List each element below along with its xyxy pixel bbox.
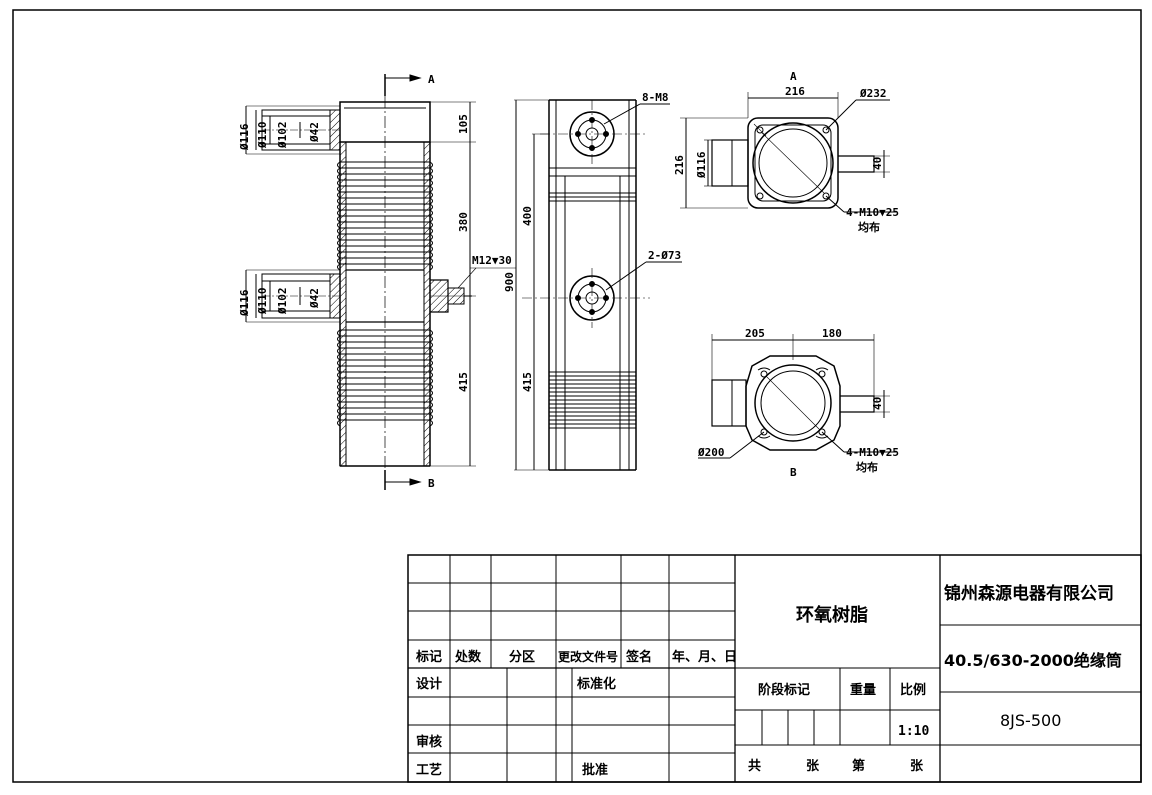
scale-value: 1:10 bbox=[898, 724, 929, 739]
dim-d42-top: Ø42 bbox=[308, 122, 321, 143]
dim-d102-mid: Ø102 bbox=[276, 288, 289, 316]
upper-bellows bbox=[337, 161, 433, 271]
dim-900: 900 bbox=[503, 272, 516, 292]
middle-flange bbox=[522, 268, 650, 328]
hdr-mark: 标记 bbox=[415, 649, 442, 665]
note-8m8: 8-M8 bbox=[642, 91, 669, 104]
dim-40-b: 40 bbox=[871, 397, 884, 410]
dim-d110-mid: Ø110 bbox=[256, 288, 269, 316]
company-name: 锦州森源电器有限公司 bbox=[944, 583, 1114, 604]
product-name: 40.5/630-2000绝缘筒 bbox=[944, 651, 1122, 670]
label-approve: 批准 bbox=[582, 762, 608, 778]
lower-bellows bbox=[337, 329, 433, 427]
label-review: 审核 bbox=[416, 734, 442, 750]
dim-105: 105 bbox=[457, 114, 470, 134]
dim-d200: Ø200 bbox=[697, 446, 725, 459]
label-design: 设计 bbox=[416, 676, 442, 692]
label-sheet-1: 张 bbox=[806, 759, 820, 774]
label-weight: 重量 bbox=[850, 682, 876, 698]
note-m12: M12▼30 bbox=[472, 254, 512, 267]
dim-216-w: 216 bbox=[785, 85, 805, 98]
label-process: 工艺 bbox=[416, 762, 442, 778]
label-stage-mark: 阶段标记 bbox=[758, 682, 810, 698]
dim-d110-top: Ø110 bbox=[256, 122, 269, 150]
note-uniform-a: 均布 bbox=[858, 220, 880, 234]
drawing-code: 8JS-500 bbox=[1000, 711, 1061, 730]
dim-415-left: 415 bbox=[457, 372, 470, 392]
label-total: 共 bbox=[748, 758, 761, 774]
dim-d102-top: Ø102 bbox=[276, 122, 289, 150]
note-m10-b: 4-M10▼25 bbox=[846, 446, 899, 459]
view-b: 40 205 180 Ø200 4-M10▼25 均布 B bbox=[697, 327, 899, 479]
dim-400: 400 bbox=[521, 206, 534, 226]
label-sheet-2: 张 bbox=[910, 759, 924, 774]
dim-40-a: 40 bbox=[871, 157, 884, 170]
view-a: A 40 216 Ø232 216 Ø116 bbox=[673, 70, 899, 234]
hdr-zone: 分区 bbox=[509, 649, 535, 665]
dim-d116-top: Ø116 bbox=[238, 123, 251, 151]
note-2d73: 2-Ø73 bbox=[648, 249, 681, 262]
view-label-a: A bbox=[790, 70, 797, 83]
label-standardize: 标准化 bbox=[576, 676, 616, 692]
hdr-date: 年、月、日 bbox=[672, 649, 737, 665]
label-scale: 比例 bbox=[900, 682, 926, 698]
hdr-count: 处数 bbox=[454, 649, 482, 665]
dim-205: 205 bbox=[745, 327, 765, 340]
dim-d42-mid: Ø42 bbox=[308, 288, 321, 309]
side-view: 8-M8 2-Ø73 900 400 415 bbox=[503, 91, 682, 471]
section-label-a: A bbox=[428, 73, 435, 86]
upper-flange bbox=[540, 100, 645, 166]
title-block: 标记 处数 分区 更改文件号 签名 年、月、日 设计 标准化 审核 工艺 批准 … bbox=[407, 554, 1142, 783]
dim-d232: Ø232 bbox=[859, 87, 887, 100]
note-m10-a: 4-M10▼25 bbox=[846, 206, 899, 219]
dim-216-h: 216 bbox=[673, 155, 686, 175]
label-number: 第 bbox=[852, 758, 865, 774]
dim-d116-a: Ø116 bbox=[695, 151, 708, 179]
hdr-change-doc: 更改文件号 bbox=[558, 649, 618, 664]
dim-180: 180 bbox=[822, 327, 842, 340]
side-bellows bbox=[549, 371, 636, 429]
material: 环氧树脂 bbox=[796, 604, 868, 626]
view-label-b: B bbox=[790, 466, 797, 479]
dim-415-side: 415 bbox=[521, 372, 534, 392]
dim-380: 380 bbox=[457, 212, 470, 232]
dim-d116-mid: Ø116 bbox=[238, 289, 251, 317]
section-label-b: B bbox=[428, 477, 435, 490]
note-uniform-b: 均布 bbox=[856, 460, 878, 474]
hdr-signature: 签名 bbox=[625, 649, 652, 665]
front-section-view: A B bbox=[238, 73, 516, 490]
